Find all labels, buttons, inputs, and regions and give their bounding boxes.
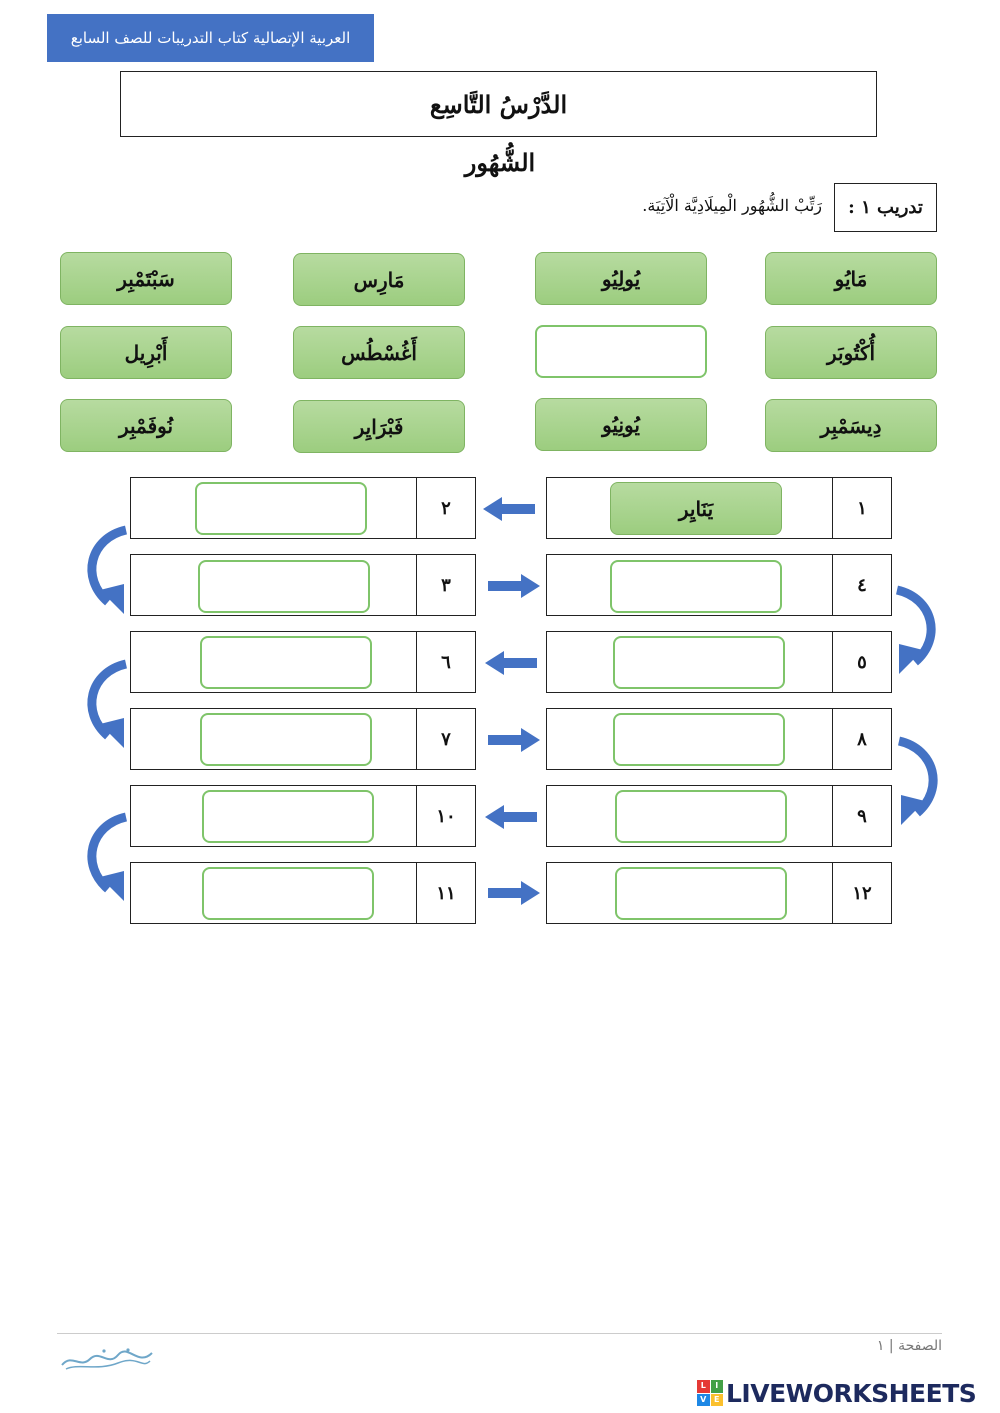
page-number: الصفحة | ١ [876, 1338, 942, 1354]
answer-row: ٤ [546, 554, 892, 616]
answer-slot[interactable] [615, 867, 787, 920]
row-number: ٥ [832, 632, 891, 692]
word-tile[interactable]: أُكْتُوبَر [765, 326, 937, 379]
curved-arrow-down-icon [87, 812, 128, 901]
word-tile[interactable]: يُولِيُو [535, 252, 707, 305]
answer-row: ١ يَنَايِر [546, 477, 892, 539]
row-number: ٩ [832, 786, 891, 846]
answer-slot[interactable] [200, 713, 372, 766]
calligraphy-signature-icon [61, 1348, 153, 1370]
lesson-title: الدَّرْسُ التَّاسِع [429, 89, 568, 119]
header-banner: العربية الإتصالية كتاب التدريبات للصف ال… [47, 14, 374, 62]
answer-slot[interactable] [202, 790, 374, 843]
answer-row: ٧ [130, 708, 476, 770]
arrow-left-icon [485, 651, 537, 675]
answer-slot[interactable] [613, 636, 785, 689]
answer-slot[interactable] [615, 790, 787, 843]
answer-slot[interactable]: يَنَايِر [610, 482, 782, 535]
row-number: ٦ [416, 632, 475, 692]
liveworksheets-logo: L I V E LIVEWORKSHEETS [697, 1377, 995, 1409]
row-number: ١٢ [832, 863, 891, 923]
banner-text: العربية الإتصالية كتاب التدريبات للصف ال… [70, 29, 351, 47]
arrow-right-icon [488, 728, 540, 752]
arrow-right-icon [488, 574, 540, 598]
exercise-instruction: رَتِّبْ الشُّهُور الْمِيلَادِيَّة الْآتِ… [642, 196, 822, 215]
answer-slot[interactable] [200, 636, 372, 689]
row-number: ٤ [832, 555, 891, 615]
word-tile[interactable]: أَبْرِيل [60, 326, 232, 379]
exercise-label: تدريب ١ : [848, 197, 923, 218]
answer-slot[interactable] [198, 560, 370, 613]
lesson-title-box: الدَّرْسُ التَّاسِع [120, 71, 877, 137]
answer-slot[interactable] [202, 867, 374, 920]
word-tile[interactable]: دِيسَمْبِر [765, 399, 937, 452]
word-tile-empty[interactable] [535, 325, 707, 378]
answer-row: ٣ [130, 554, 476, 616]
row-number: ٣ [416, 555, 475, 615]
row-number: ٢ [416, 478, 475, 538]
arrow-left-icon [483, 497, 535, 521]
row-number: ٨ [832, 709, 891, 769]
topic-title: الشُّهُور [464, 148, 536, 177]
word-tile[interactable]: مَايُو [765, 252, 937, 305]
answer-row: ٩ [546, 785, 892, 847]
exercise-label-box: تدريب ١ : [834, 183, 937, 232]
word-tile[interactable]: فَبْرَايِر [293, 400, 465, 453]
liveworksheets-badge-icon: L I V E [697, 1380, 723, 1406]
row-number: ٧ [416, 709, 475, 769]
footer-divider [57, 1333, 942, 1334]
word-tile[interactable]: سَبْتَمْبِر [60, 252, 232, 305]
answer-row: ١٠ [130, 785, 476, 847]
answer-slot[interactable] [610, 560, 782, 613]
curved-arrow-down-icon [897, 736, 938, 825]
curved-arrow-down-icon [895, 585, 936, 674]
answer-row: ٨ [546, 708, 892, 770]
word-tile[interactable]: نُوفَمْبِر [60, 399, 232, 452]
curved-arrow-down-icon [87, 525, 128, 614]
word-tile[interactable]: أَغُسْطُس [293, 326, 465, 379]
word-tile[interactable]: مَارِس [293, 253, 465, 306]
arrow-right-icon [488, 881, 540, 905]
liveworksheets-brand-text: LIVEWORKSHEETS [726, 1378, 977, 1408]
answer-slot[interactable] [195, 482, 367, 535]
answer-row: ٥ [546, 631, 892, 693]
row-number: ١ [832, 478, 891, 538]
answer-row: ١١ [130, 862, 476, 924]
curved-arrow-down-icon [87, 659, 128, 748]
row-number: ١٠ [416, 786, 475, 846]
row-number: ١١ [416, 863, 475, 923]
answer-row: ٢ [130, 477, 476, 539]
answer-row: ١٢ [546, 862, 892, 924]
answer-row: ٦ [130, 631, 476, 693]
word-tile[interactable]: يُونِيُو [535, 398, 707, 451]
arrow-left-icon [485, 805, 537, 829]
answer-slot[interactable] [613, 713, 785, 766]
